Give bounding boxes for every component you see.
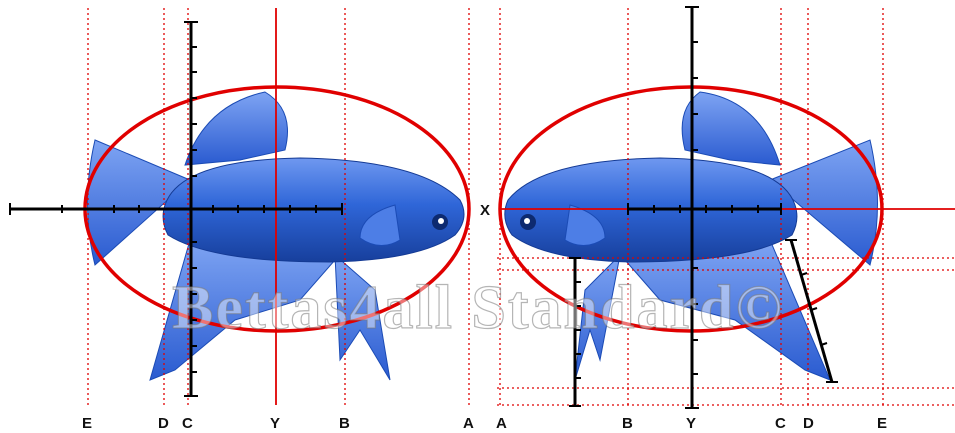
left-gill-fan — [359, 204, 401, 246]
right-y-axis-ticks — [685, 6, 699, 409]
right-ventral-measure-ticks — [569, 257, 581, 407]
right-fish-icon — [504, 91, 878, 381]
left-label-a: A — [463, 415, 474, 432]
right-anal-measure-ticks — [785, 239, 838, 383]
right-label-c: C — [775, 415, 786, 432]
left-label-b: B — [339, 415, 350, 432]
right-label-e: E — [877, 415, 887, 432]
right-eye-highlight — [524, 218, 530, 224]
left-dorsal-fin — [184, 91, 288, 166]
right-label-d: D — [803, 415, 814, 432]
right-label-b: B — [622, 415, 633, 432]
center-label-x: X — [480, 202, 490, 219]
left-label-d: D — [158, 415, 169, 432]
right-label-a: A — [496, 415, 507, 432]
right-x-axis-ticks — [627, 203, 782, 215]
left-label-e: E — [82, 415, 92, 432]
left-y-axis-ticks — [184, 21, 198, 397]
left-x-axis-ticks — [9, 203, 343, 215]
right-anal-measure — [789, 239, 834, 383]
left-label-y: Y — [270, 415, 280, 432]
right-tail-fin — [769, 139, 878, 266]
right-gill-fan — [564, 204, 606, 246]
right-label-y: Y — [686, 415, 696, 432]
left-panel: E D C Y B A — [9, 8, 474, 432]
right-ventral-fins — [574, 253, 621, 381]
watermark-text: Bettas4all Standard© — [172, 274, 784, 342]
right-panel: A B Y C D E — [496, 6, 955, 432]
right-dorsal-fin — [681, 91, 781, 166]
left-eye-highlight — [438, 218, 444, 224]
left-label-c: C — [182, 415, 193, 432]
